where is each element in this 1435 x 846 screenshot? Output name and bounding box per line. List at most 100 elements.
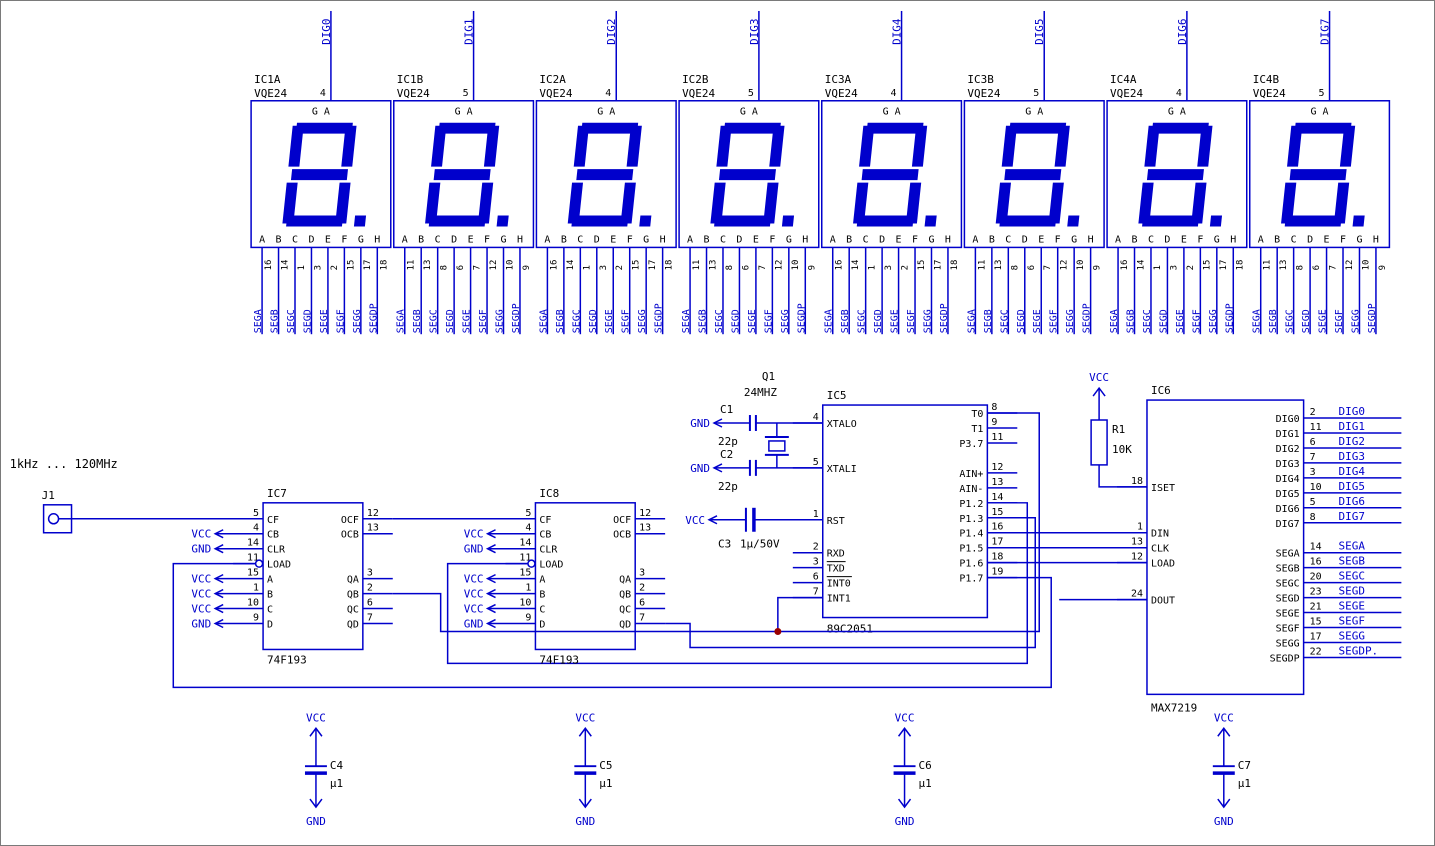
segment-net-label: SEGG [637, 309, 648, 333]
segment-net-label: SEGD [302, 309, 313, 333]
pin-number: 9 [525, 613, 531, 624]
pin-number: 6 [813, 572, 819, 583]
pin-number: 1 [1137, 522, 1143, 533]
vcc-label: VCC [464, 603, 484, 616]
net-label: DIG7 [1339, 510, 1365, 523]
segment-pin-number: 14 [851, 260, 861, 271]
segment-letter: D [1307, 234, 1313, 245]
net-label: SEGF [1339, 615, 1365, 628]
pin-number: 13 [1131, 537, 1143, 548]
display-common-pin-number: 5 [748, 88, 754, 99]
seven-segment-digit [1281, 122, 1365, 227]
segment-net-label: SEGDP [654, 303, 665, 333]
display-name: IC3B [967, 73, 994, 86]
segment-net-label: SEGG [1065, 309, 1076, 333]
pin-label: SEGD [1276, 594, 1300, 605]
segment-net-label: SEGDP [1224, 303, 1235, 333]
pin-label: DIN [1151, 529, 1169, 540]
ic-name: IC8 [539, 487, 559, 500]
pin-label: ISET [1151, 483, 1175, 494]
display-inner-top-label: G A [1025, 107, 1043, 118]
c3-value-label: 1µ/50V [740, 538, 780, 551]
pin-number: 19 [991, 567, 1003, 578]
segment-net-label: SEGB [840, 309, 851, 333]
vcc-label: VCC [191, 573, 211, 586]
pin-number: 3 [639, 568, 645, 579]
segment-letter: C [863, 234, 869, 245]
segment-net-label: SEGE [890, 309, 901, 333]
segment-pin-number: 11 [977, 260, 987, 271]
ic5-part-label: 89C2051 [827, 623, 873, 636]
segment-letter: C [435, 234, 441, 245]
pin-number: 4 [813, 412, 819, 423]
segment-letter: A [1258, 234, 1264, 245]
pin-number: 9 [253, 613, 259, 624]
vcc-label: VCC [191, 528, 211, 541]
pin-number: 24 [1131, 589, 1143, 600]
display-outline [1106, 100, 1248, 249]
gnd-port-icon [712, 418, 723, 428]
segment-pin-number: 8 [1010, 265, 1020, 270]
pin-label: A [539, 575, 545, 586]
pin-number: 4 [253, 523, 259, 534]
net-label: SEGA [1339, 540, 1366, 553]
segment-pin-number: 7 [473, 265, 483, 270]
segment-letter: A [1115, 234, 1121, 245]
pin-number: 18 [1131, 476, 1143, 487]
display-inner-top-label: G A [455, 107, 473, 118]
segment-letter: E [610, 234, 616, 245]
segment-pin-number: 10 [1361, 260, 1371, 271]
digit-net-label: DIG4 [891, 18, 904, 45]
segment-net-label: SEGB [983, 309, 994, 333]
segment-letter: G [1071, 234, 1077, 245]
segment-letter: C [292, 234, 298, 245]
seven-segment-digit [282, 122, 367, 227]
net-label: DIG6 [1339, 495, 1365, 508]
segment-net-label: SEGG [780, 309, 791, 333]
net-label: SEGDP. [1339, 644, 1379, 657]
segment-net-label: SEGDP [511, 303, 522, 333]
segment-net-label: SEGF [478, 309, 489, 333]
ic-outline [822, 404, 989, 619]
pin-number: 15 [1310, 617, 1322, 628]
segment-pin-number: 13 [994, 260, 1004, 271]
pin-label: DOUT [1151, 596, 1175, 607]
segment-letter: H [1088, 234, 1094, 245]
pin-label: CLR [539, 545, 557, 556]
j1-pin-icon [47, 513, 60, 525]
segment-net-label: SEGC [1142, 309, 1153, 333]
segment-pin-number: 18 [950, 260, 960, 271]
pin-label: P1.6 [959, 559, 983, 570]
display-outline [821, 100, 963, 249]
pin-label: P3.7 [959, 439, 983, 450]
pin-label: QA [347, 575, 359, 586]
segment-pin-number: 13 [709, 260, 719, 271]
segment-letter: C [1291, 234, 1297, 245]
segment-letter: G [643, 234, 649, 245]
segment-letter: H [802, 234, 808, 245]
crystal-icon [768, 440, 786, 452]
segment-pin-number: 15 [632, 260, 642, 271]
pin-number: 11 [1310, 422, 1322, 433]
pin-label: OCB [613, 530, 631, 541]
segment-letter: C [1005, 234, 1011, 245]
digit-net-label: DIG0 [320, 18, 333, 44]
segment-letter: C [1148, 234, 1154, 245]
segment-letter: F [912, 234, 918, 245]
pin-label: SEGDP [1270, 653, 1300, 664]
ic6-name-label: IC6 [1151, 384, 1171, 397]
pin-label: P1.3 [959, 514, 983, 525]
segment-letter: H [517, 234, 523, 245]
pin-label: P1.7 [959, 574, 983, 585]
segment-letter: D [594, 234, 600, 245]
segment-net-label: SEGDP [796, 303, 807, 333]
vcc-label: VCC [464, 588, 484, 601]
display-part: VQE24 [825, 87, 858, 100]
vcc-label: VCC [464, 528, 484, 541]
segment-letter: G [1356, 234, 1362, 245]
pin-label: AIN+ [959, 469, 983, 480]
vcc-label: VCC [685, 514, 705, 527]
segment-pin-number: 12 [1345, 260, 1355, 271]
segment-pin-number: 3 [313, 265, 323, 270]
